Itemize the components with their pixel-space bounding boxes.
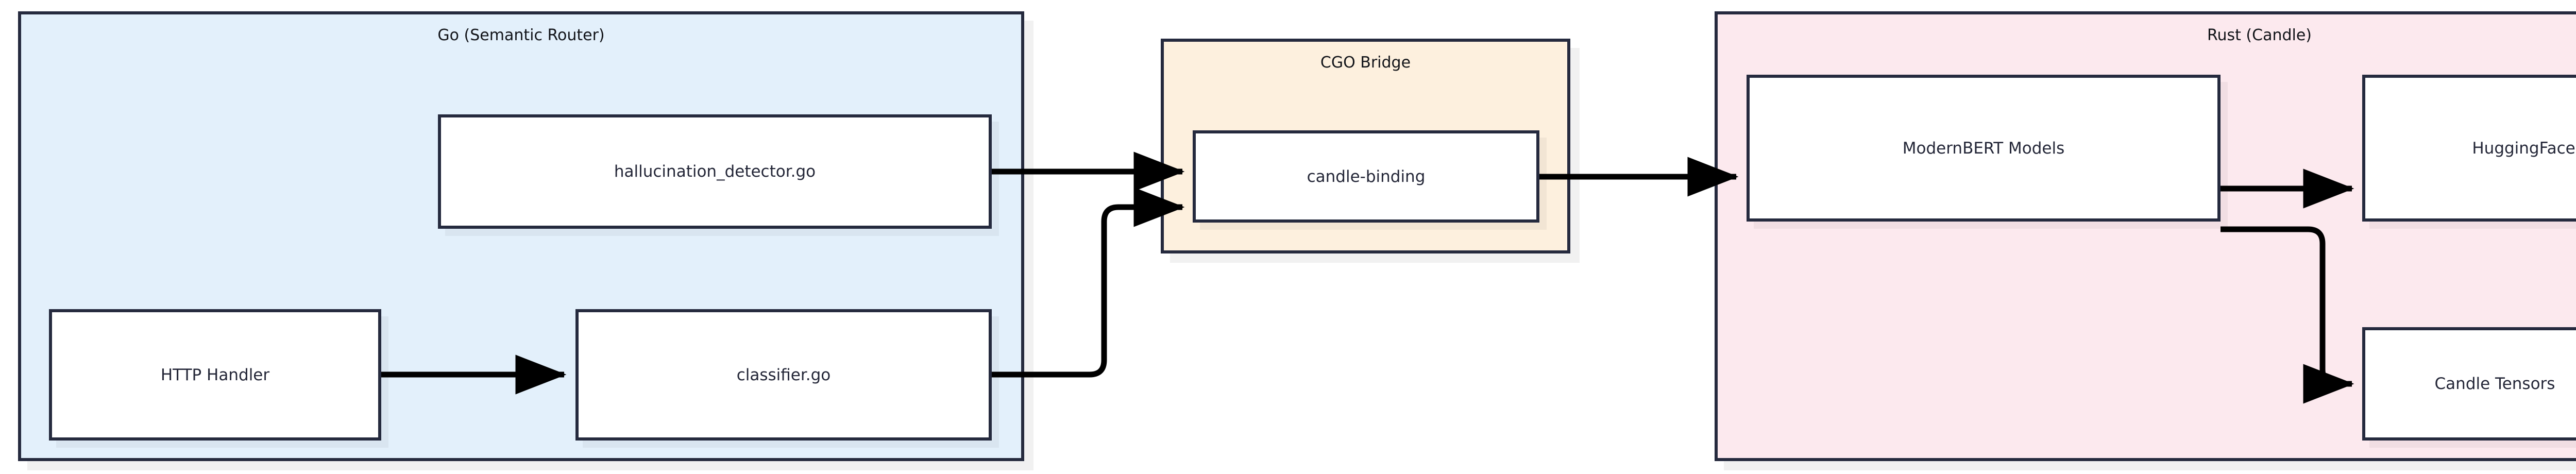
- node-candle-binding[interactable]: candle-binding: [1193, 130, 1539, 223]
- node-http-handler[interactable]: HTTP Handler: [49, 309, 381, 441]
- node-http-handler-label: HTTP Handler: [160, 365, 270, 384]
- cluster-go-title: Go (Semantic Router): [437, 26, 605, 44]
- cluster-cgo-title: CGO Bridge: [1320, 54, 1411, 72]
- node-classifier-go[interactable]: classifier.go: [575, 309, 992, 441]
- node-candle-tensors[interactable]: Candle Tensors: [2362, 327, 2576, 441]
- node-huggingface-tokenizers[interactable]: HuggingFace Tokenizers: [2362, 75, 2576, 222]
- node-hallucination-detector-go[interactable]: hallucination_detector.go: [438, 114, 992, 229]
- node-modernbert-models[interactable]: ModernBERT Models: [1747, 75, 2221, 222]
- node-classifier-go-label: classifier.go: [736, 365, 831, 384]
- node-candle-tensors-label: Candle Tensors: [2434, 375, 2555, 393]
- node-hallucination-detector-go-label: hallucination_detector.go: [614, 162, 816, 181]
- node-candle-binding-label: candle-binding: [1307, 167, 1426, 186]
- cluster-rust-title: Rust (Candle): [2207, 26, 2312, 44]
- node-huggingface-tokenizers-label: HuggingFace Tokenizers: [2472, 139, 2576, 158]
- node-modernbert-models-label: ModernBERT Models: [1902, 139, 2065, 158]
